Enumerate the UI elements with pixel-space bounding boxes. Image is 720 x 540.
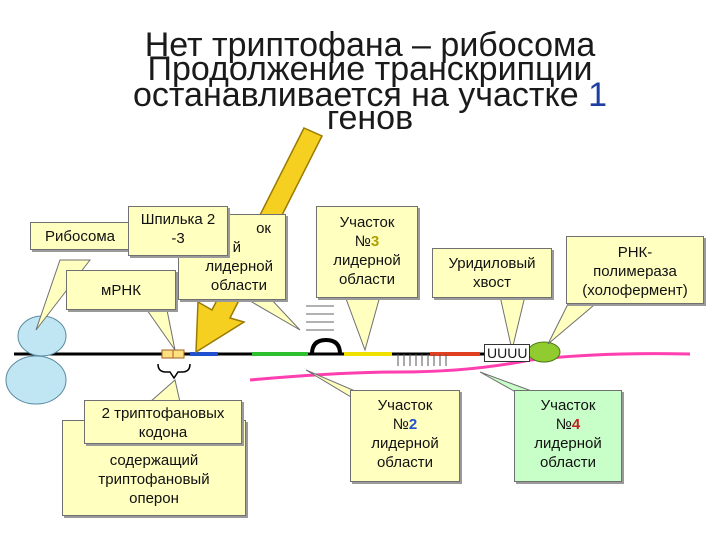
trp-codons-line-1: 2 триптофановых bbox=[101, 405, 225, 422]
rnap-line-3: (холофермент) bbox=[582, 282, 688, 299]
site2-line-4: области bbox=[376, 454, 434, 471]
title-line-3-text: останавливается на участке bbox=[132, 76, 589, 114]
site3-line-4: области bbox=[338, 271, 396, 288]
trp-codons-line-2: кодона bbox=[138, 424, 188, 441]
mrna-tail bbox=[250, 380, 300, 520]
title-line-2: Продолжение транскрипции bbox=[147, 50, 593, 88]
ribosome-large-subunit bbox=[5, 355, 67, 405]
uridyl-line-2: хвост bbox=[472, 274, 511, 291]
site2-line-3: лидерной bbox=[371, 435, 439, 452]
callout-site3: Участок №3 лидерной области bbox=[316, 206, 418, 298]
site2-number: 2 bbox=[408, 416, 418, 433]
site3-line-2: №3 bbox=[354, 233, 380, 250]
site4-line-2: №4 bbox=[555, 416, 581, 433]
title-line-3-number: 1 bbox=[588, 76, 608, 114]
codon-bracket bbox=[157, 363, 191, 380]
site2-line-2: №2 bbox=[392, 416, 418, 433]
uuuu-label: UUUU bbox=[484, 344, 531, 362]
callout-mrna: мРНК bbox=[66, 270, 176, 310]
operon-line-3: оперон bbox=[129, 490, 179, 507]
mrna-transcript bbox=[249, 352, 691, 382]
site4-line-4: области bbox=[539, 454, 597, 471]
title-line-4: генов bbox=[326, 99, 414, 137]
callout-ribosome: Рибосома bbox=[30, 222, 130, 250]
hidden-line-1: ок bbox=[256, 220, 271, 237]
callout-site4: Участок №4 лидерной области bbox=[514, 390, 622, 482]
operon-line-1: содержащий bbox=[109, 452, 199, 469]
site3-line-3: лидерной bbox=[333, 252, 401, 269]
mrna-label: мРНК bbox=[101, 282, 141, 299]
site2-line-1: Участок bbox=[377, 397, 433, 414]
site4-line-1: Участок bbox=[540, 397, 596, 414]
callout-trp-codons: 2 триптофановых кодона bbox=[84, 400, 242, 444]
hairpin-line-1: Шпилька 2 bbox=[140, 211, 216, 228]
site3-line-1: Участок bbox=[339, 214, 395, 231]
title-line-3: останавливается на участке 1 bbox=[60, 78, 680, 112]
callout-hairpin: Шпилька 2 -3 bbox=[128, 206, 228, 256]
callout-rna-polymerase: РНК- полимераза (холофермент) bbox=[566, 236, 704, 304]
hidden-line-3: лидерной bbox=[205, 258, 273, 275]
uridyl-line-1: Уридиловый bbox=[448, 255, 536, 272]
operon-line-2: триптофановый bbox=[98, 471, 210, 488]
site3-number: 3 bbox=[370, 233, 380, 250]
rnap-line-1: РНК- bbox=[617, 244, 653, 261]
hidden-line-2: й bbox=[232, 239, 241, 256]
rna-polymerase-icon bbox=[527, 341, 561, 363]
callout-site2: Участок №2 лидерной области bbox=[350, 390, 460, 482]
site4-line-3: лидерной bbox=[534, 435, 602, 452]
title-line-1: Нет триптофана – рибосома bbox=[144, 26, 596, 64]
rnap-line-2: полимераза bbox=[593, 263, 677, 280]
site4-number: 4 bbox=[571, 416, 581, 433]
hairpin-loop-icon bbox=[310, 337, 342, 355]
ribosome-label: Рибосома bbox=[45, 228, 115, 245]
callout-uridyl-tail: Уридиловый хвост bbox=[432, 248, 552, 298]
hidden-line-4: области bbox=[210, 277, 267, 294]
hairpin-line-2: -3 bbox=[171, 230, 185, 247]
